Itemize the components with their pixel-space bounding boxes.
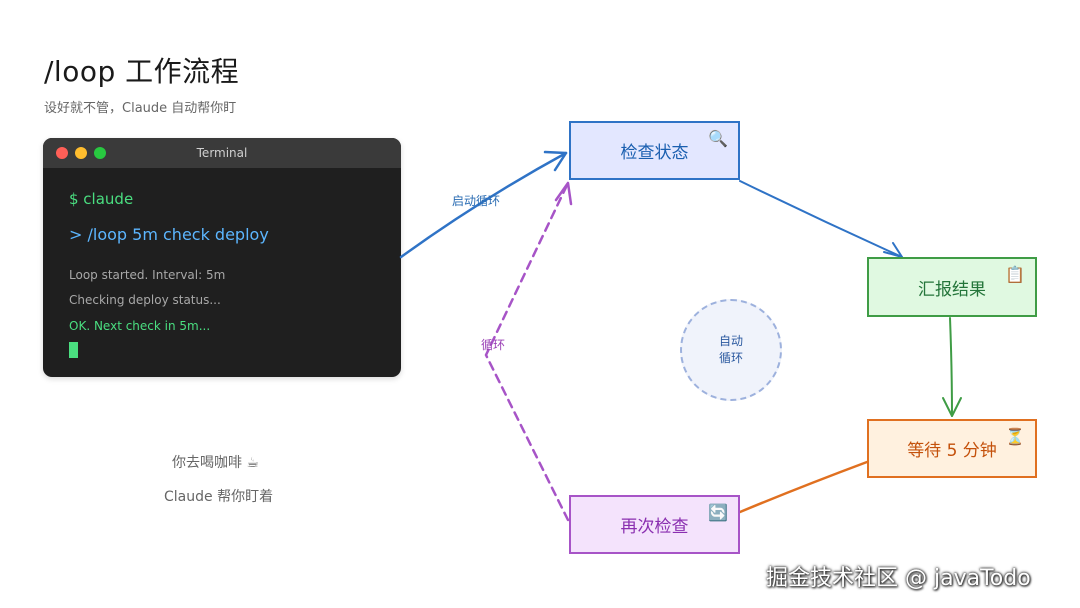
terminal-titlebar: Terminal xyxy=(43,138,401,168)
terminal-line-output: Loop started. Interval: 5m xyxy=(69,268,226,282)
node-report-result-label: 汇报结果 xyxy=(918,279,986,300)
terminal-title: Terminal xyxy=(196,146,248,160)
clipboard-icon: 📋 xyxy=(1005,265,1025,284)
terminal-line-output: Checking deploy status... xyxy=(69,293,221,307)
node-wait: 等待 5 分钟 ⏳ xyxy=(867,419,1037,478)
terminal-line-command: $ claude xyxy=(69,190,134,208)
arrow-loop-back xyxy=(484,181,570,522)
node-check-status: 检查状态 🔍 xyxy=(569,121,740,180)
watch-note: Claude 帮你盯着 xyxy=(164,489,274,505)
page-subtitle: 设好就不管，Claude 自动帮你盯 xyxy=(44,101,237,116)
magnifier-icon: 🔍 xyxy=(708,129,728,148)
terminal-window: Terminal $ claude > /loop 5m check deplo… xyxy=(43,138,401,377)
node-check-status-label: 检查状态 xyxy=(620,143,689,163)
arrow-report-to-wait xyxy=(949,317,953,417)
terminal-line-loop-command: > /loop 5m check deploy xyxy=(69,225,269,244)
watermark: 掘金技术社区 @ javaTodo xyxy=(766,566,1031,591)
terminal-cursor xyxy=(69,342,78,358)
arrowhead-report-to-wait xyxy=(942,397,962,417)
arrow-check-to-report xyxy=(739,180,903,258)
auto-loop-line2: 循环 xyxy=(718,351,743,365)
page-title: /loop 工作流程 xyxy=(44,55,240,88)
maximize-window-dot[interactable] xyxy=(94,147,106,159)
coffee-note: 你去喝咖啡 ☕ xyxy=(172,455,260,471)
arrow-wait-to-recheck xyxy=(738,460,869,514)
refresh-icon: 🔄 xyxy=(708,503,728,522)
arrow-start-loop xyxy=(399,151,568,259)
arrowhead-loop-back xyxy=(554,181,573,206)
start-loop-label: 启动循环 xyxy=(452,194,501,208)
node-wait-label: 等待 5 分钟 xyxy=(907,441,997,461)
hourglass-icon: ⏳ xyxy=(1005,427,1025,446)
node-recheck-label: 再次检查 xyxy=(620,517,689,537)
node-report-result: 汇报结果 📋 xyxy=(867,257,1037,317)
auto-loop-circle: 自动 循环 xyxy=(680,299,782,401)
close-window-dot[interactable] xyxy=(56,147,68,159)
arrowhead-start-loop xyxy=(543,150,568,172)
minimize-window-dot[interactable] xyxy=(75,147,87,159)
loop-label: 循环 xyxy=(481,338,506,352)
terminal-line-output: OK. Next check in 5m... xyxy=(69,319,211,333)
auto-loop-line1: 自动 xyxy=(718,334,743,348)
node-recheck: 再次检查 🔄 xyxy=(569,495,740,554)
